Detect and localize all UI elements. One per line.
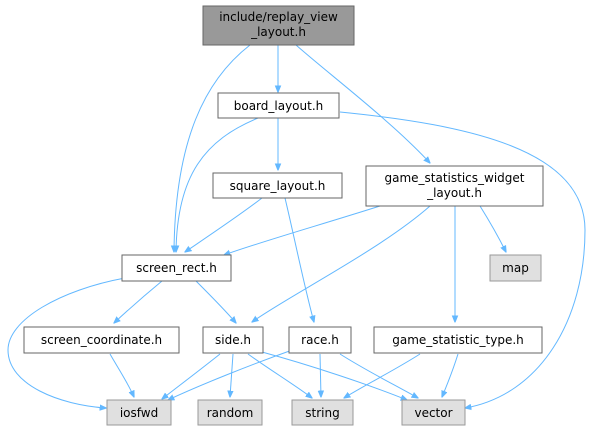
node-label: race.h <box>301 333 339 347</box>
node-label: game_statistic_type.h <box>392 333 524 347</box>
node-game-statistics-widget-layout[interactable]: game_statistics_widget _layout.h <box>365 165 544 207</box>
node-side[interactable]: side.h <box>202 326 264 354</box>
edge-gsw-to-side <box>252 205 431 322</box>
edge-side-to-string <box>247 353 312 398</box>
node-board-layout[interactable]: board_layout.h <box>217 92 340 119</box>
edge-screen-rect-to-iosfwd <box>7 277 126 408</box>
edge-board-to-vector <box>339 111 586 408</box>
edge-race-to-string <box>320 353 321 397</box>
node-string: string <box>291 399 354 426</box>
edge-replay-to-screen-rect <box>174 44 251 252</box>
node-iosfwd: iosfwd <box>106 399 172 426</box>
edge-game-statistic-type-to-vector <box>442 353 459 397</box>
node-random: random <box>197 399 263 426</box>
node-vector: vector <box>401 399 466 426</box>
node-label: screen_coordinate.h <box>41 333 162 347</box>
node-label: random <box>207 406 254 420</box>
edge-gsw-to-screen-rect <box>224 205 381 255</box>
edge-race-to-iosfwd <box>168 348 296 400</box>
edge-replay-to-gsw-layout <box>295 44 430 163</box>
edge-gsw-to-map <box>479 205 506 252</box>
edge-side-to-vector <box>261 351 407 400</box>
node-label: game_statistics_widget <box>384 171 524 185</box>
node-replay-view-layout: include/replay_view _layout.h <box>202 5 355 46</box>
edge-game-statistic-type-to-string <box>344 353 421 398</box>
edge-screen-rect-to-screen-coordinate <box>114 280 163 323</box>
node-label: square_layout.h <box>230 179 326 193</box>
node-square-layout[interactable]: square_layout.h <box>212 172 343 199</box>
node-map: map <box>489 254 542 282</box>
graph-edges <box>7 44 586 408</box>
edge-side-to-random <box>230 353 233 397</box>
node-label: include/replay_view <box>219 10 338 24</box>
node-label: iosfwd <box>120 406 158 420</box>
node-label: _layout.h <box>426 186 482 200</box>
node-label: string <box>305 406 339 420</box>
edge-square-to-screen-rect <box>185 197 263 252</box>
node-screen-coordinate[interactable]: screen_coordinate.h <box>23 326 180 354</box>
node-label: board_layout.h <box>234 99 324 113</box>
node-race[interactable]: race.h <box>288 326 352 354</box>
edge-side-to-iosfwd <box>162 353 221 399</box>
node-game-statistic-type[interactable]: game_statistic_type.h <box>373 326 543 354</box>
edge-race-to-vector <box>339 353 418 398</box>
node-label: side.h <box>215 333 251 347</box>
node-label: _layout.h <box>250 25 306 39</box>
graph-nodes: include/replay_view _layout.h board_layo… <box>23 5 544 426</box>
edge-screen-coordinate-to-iosfwd <box>109 353 134 397</box>
node-label: screen_rect.h <box>136 261 217 275</box>
node-screen-rect[interactable]: screen_rect.h <box>121 254 232 282</box>
node-label: vector <box>414 406 452 420</box>
edge-square-to-race <box>284 197 314 322</box>
edge-board-to-screen-rect <box>176 117 259 252</box>
node-label: map <box>502 261 529 275</box>
edge-screen-rect-to-side <box>195 280 236 323</box>
